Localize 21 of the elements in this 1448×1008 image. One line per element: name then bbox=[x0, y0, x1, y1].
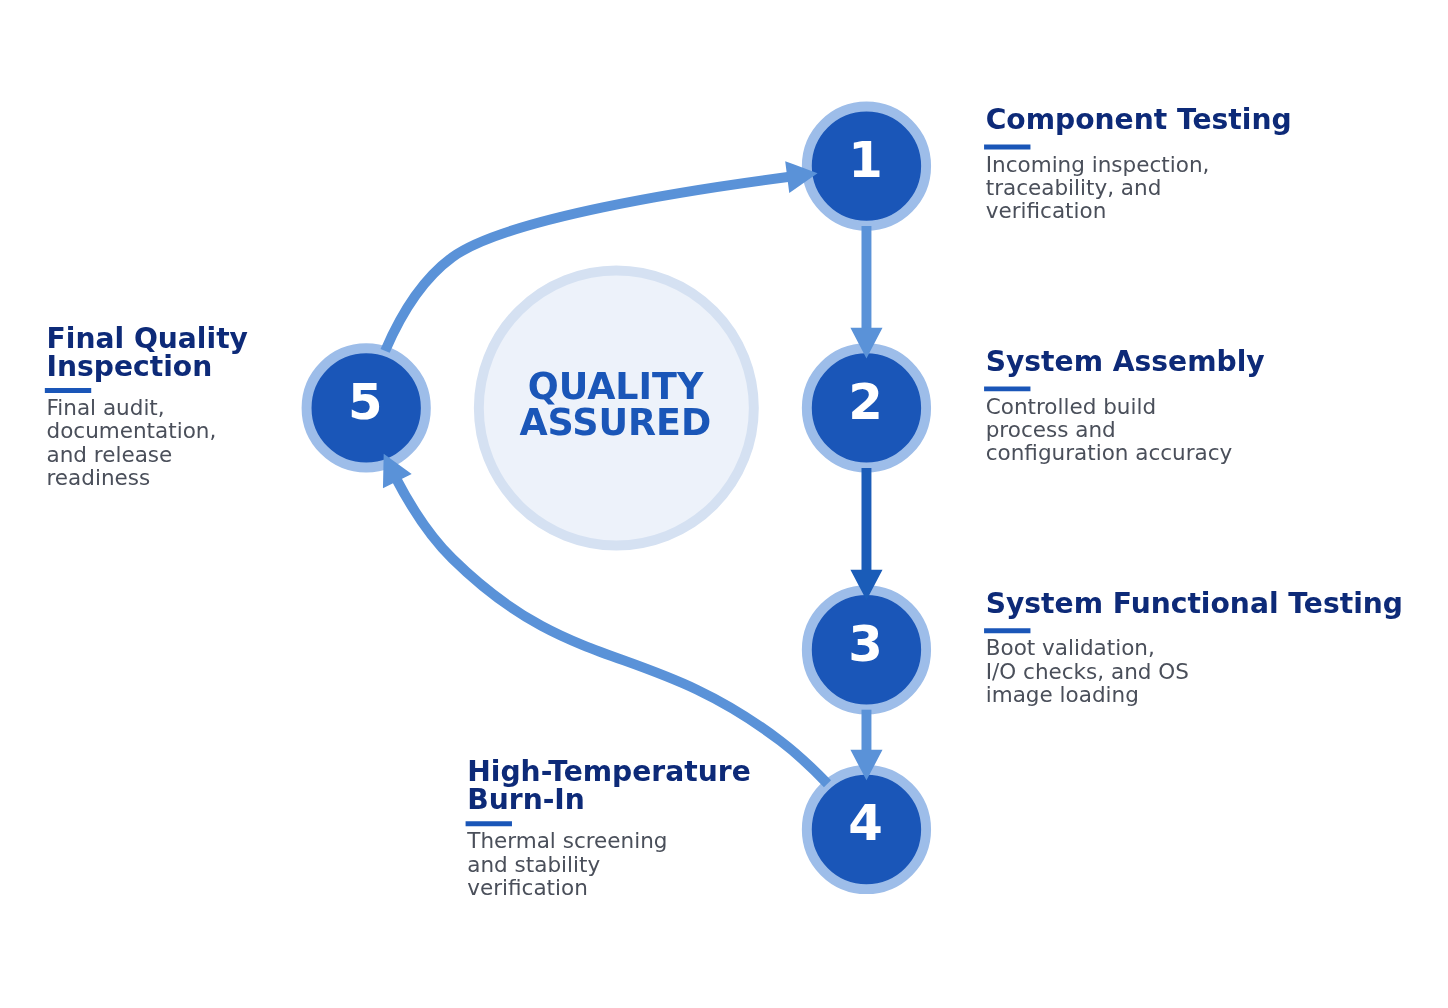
node-label: Controlled build process and configuration accuracy bbox=[985, 393, 1233, 465]
node-label: Thermal screening and stability verification bbox=[467, 828, 668, 900]
arrow bbox=[850, 709, 883, 781]
node-circle: QUALITY ASSURED bbox=[473, 265, 759, 551]
node-label: Component Testing bbox=[985, 102, 1292, 136]
arrow bbox=[380, 161, 818, 353]
node-label: System Functional Testing bbox=[985, 586, 1404, 620]
node-label: Boot validation, I/O checks, and OS image loading bbox=[985, 635, 1189, 707]
node-circle: 1 bbox=[801, 101, 932, 231]
node-label: Final Quality Inspection bbox=[46, 321, 248, 383]
node-label: High-Temperature Burn-In bbox=[467, 754, 751, 816]
node-label: System Assembly bbox=[985, 344, 1265, 378]
node-circle: 4 bbox=[801, 764, 932, 895]
node-circle: 3 bbox=[801, 585, 932, 715]
arrow bbox=[850, 467, 883, 601]
node-label: Final audit, documentation, and release readiness bbox=[46, 395, 217, 490]
node-circle: 5 bbox=[301, 343, 431, 473]
node-circle: 2 bbox=[801, 343, 932, 473]
arrow bbox=[382, 453, 832, 788]
node-label: Incoming inspection, traceability, and verification bbox=[985, 151, 1210, 224]
arrow bbox=[850, 226, 883, 359]
